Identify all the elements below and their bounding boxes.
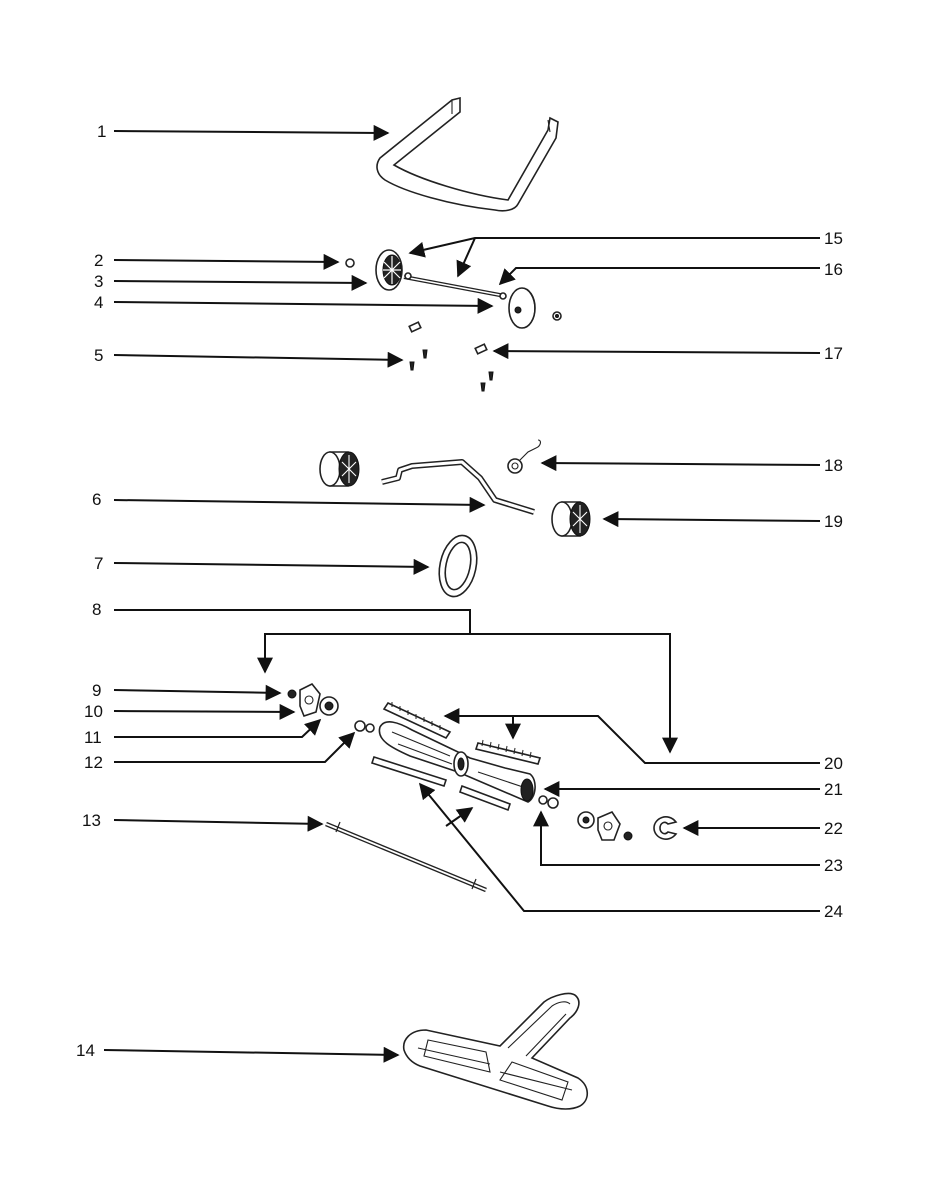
callout-1: 1 (97, 122, 106, 141)
callout-14: 14 (76, 1041, 95, 1060)
drive-belt (438, 534, 478, 598)
bristle-inserts (382, 701, 542, 765)
callout-18: 18 (824, 456, 843, 475)
callout-10: 10 (84, 702, 103, 721)
callout-24: 24 (824, 902, 843, 921)
callout-3: 3 (94, 272, 103, 291)
bail-handle (376, 96, 559, 212)
brush-strips (370, 755, 512, 812)
callout-23: 23 (824, 856, 843, 875)
bearing-assembly-left (287, 682, 375, 733)
leader-lines (103, 124, 821, 1063)
callout-6: 6 (92, 490, 101, 509)
wheel-clip (408, 321, 488, 355)
callout-2: 2 (94, 251, 103, 270)
callout-17: 17 (824, 344, 843, 363)
callout-11: 11 (84, 728, 102, 747)
screws (409, 349, 494, 392)
front-wheel-left (345, 249, 403, 291)
callout-12: 12 (84, 753, 103, 772)
callout-22: 22 (824, 819, 843, 838)
wheel-rear-right (551, 501, 591, 537)
callout-16: 16 (824, 260, 843, 279)
callout-7: 7 (94, 554, 103, 573)
wheel-rear-left (319, 451, 360, 487)
callout-15: 15 (824, 229, 843, 248)
callout-19: 19 (824, 512, 843, 531)
callout-5: 5 (94, 346, 103, 365)
callout-13: 13 (82, 811, 101, 830)
callout-labels: 1 2 3 4 5 6 7 8 9 10 11 12 13 14 15 16 1… (76, 122, 843, 1060)
bearing-assembly-right (538, 795, 678, 841)
callout-9: 9 (92, 681, 101, 700)
brush-roll (378, 721, 536, 803)
front-wheel-right (508, 287, 562, 329)
axle-rod (403, 272, 507, 300)
callout-21: 21 (824, 780, 843, 799)
callout-20: 20 (824, 754, 843, 773)
brush-shaft (325, 821, 487, 893)
callout-4: 4 (94, 293, 103, 312)
rear-axle (381, 459, 535, 515)
callout-8: 8 (92, 600, 101, 619)
attachment-nozzle (402, 992, 589, 1110)
tension-spring (507, 439, 541, 474)
